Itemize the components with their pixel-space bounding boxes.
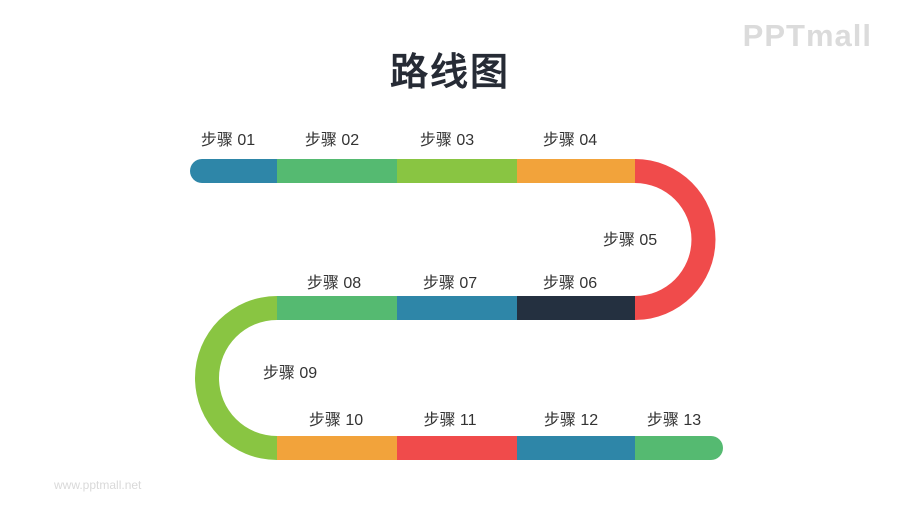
page-title: 路线图: [389, 52, 510, 94]
step-07-segment: [397, 296, 517, 320]
step-10-segment: [277, 436, 397, 460]
step-08-segment: [277, 296, 397, 320]
step-09-label: 步骤 09: [263, 364, 317, 382]
step-13-label: 步骤 13: [647, 411, 701, 429]
step-01-segment: [190, 159, 277, 183]
step-06-label: 步骤 06: [543, 274, 597, 292]
step-08-label: 步骤 08: [307, 274, 361, 292]
step-11-label: 步骤 11: [423, 411, 476, 429]
step-05-label: 步骤 05: [603, 231, 657, 249]
watermark-url: www.pptmall.net: [54, 478, 142, 492]
step-01-label: 步骤 01: [201, 131, 255, 149]
step-07-label: 步骤 07: [423, 274, 477, 292]
step-10-label: 步骤 10: [309, 411, 363, 429]
step-05-segment: [635, 159, 716, 320]
step-12-label: 步骤 12: [544, 411, 598, 429]
step-04-segment: [517, 159, 635, 183]
step-12-segment: [517, 436, 635, 460]
pptmall-logo: PPTmall: [742, 18, 872, 53]
step-03-label: 步骤 03: [420, 131, 474, 149]
step-09-segment: [195, 296, 277, 460]
step-04-label: 步骤 04: [543, 131, 597, 149]
step-02-segment: [277, 159, 397, 183]
step-06-segment: [517, 296, 635, 320]
step-03-segment: [397, 159, 517, 183]
step-13-segment: [635, 436, 723, 460]
step-02-label: 步骤 02: [305, 131, 359, 149]
step-11-segment: [397, 436, 517, 460]
